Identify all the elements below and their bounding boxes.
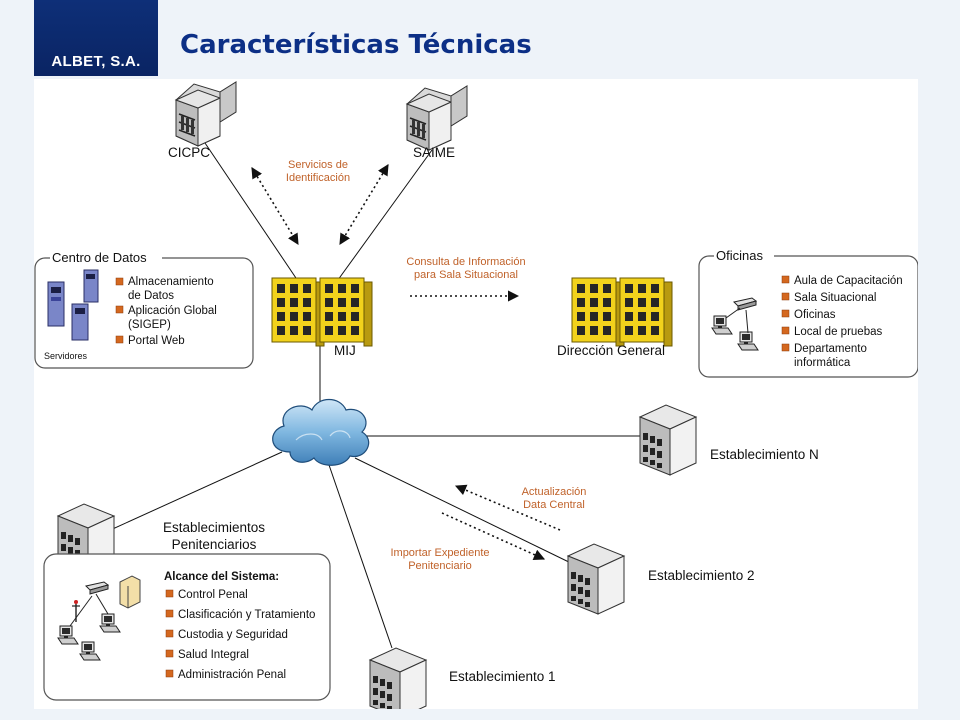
centro-item-3: Portal Web (128, 335, 185, 347)
diagram-canvas: CICPC SAIME Servicios de Identificación … (34, 79, 919, 719)
page-title: Características Técnicas (180, 30, 532, 60)
bullet-icon (115, 335, 124, 344)
alcance-item-5: Administración Penal (178, 669, 286, 681)
establecimientos-pen-label-2: Penitenciarios (172, 537, 257, 552)
note-servicios-1: Servicios de (288, 159, 348, 171)
alcance-item-3: Custodia y Seguridad (178, 629, 288, 641)
note-importar-2: Penitenciario (408, 560, 472, 572)
network-diagram: CICPC SAIME Servicios de Identificación … (34, 81, 919, 719)
centro-item-2: Aplicación Global (128, 305, 217, 317)
establecimiento-1-building-icon (369, 647, 427, 719)
alcance-item-4: Salud Integral (178, 649, 249, 661)
link-cloud-est2 (354, 457, 576, 566)
bullet-icon (781, 292, 790, 301)
establecimiento-2-building-icon (567, 543, 625, 615)
note-importar-1: Importar Expediente (390, 547, 489, 559)
bullet-icon (165, 649, 174, 658)
alcance-box (43, 553, 331, 701)
bullet-icon (781, 275, 790, 284)
note-consulta-1: Consulta de Información (406, 256, 525, 268)
saime-label: SAIME (413, 145, 455, 160)
centro-item-1b: de Datos (128, 290, 174, 302)
link-cloud-estpen (105, 451, 283, 533)
oficinas-item-4: Local de pruebas (794, 326, 882, 338)
bullet-icon (115, 277, 124, 286)
server-icon (47, 269, 99, 341)
cicpc-label: CICPC (168, 145, 210, 160)
alcance-title: Alcance del Sistema: (164, 571, 279, 583)
direccion-building-icon (571, 277, 625, 347)
bullet-icon (781, 343, 790, 352)
mij-building-icon-2 (319, 277, 373, 347)
centro-item-1: Almacenamiento (128, 276, 214, 288)
antenna-icon (72, 600, 80, 622)
oficinas-item-5b: informática (794, 357, 851, 369)
centro-item-2b: (SIGEP) (128, 319, 171, 331)
note-servicios-2: Identificación (286, 172, 350, 184)
servers-label: Servidores (44, 351, 88, 361)
link-cloud-est1 (327, 461, 393, 649)
network-cloud-icon (272, 398, 370, 466)
oficinas-item-5: Departamento (794, 343, 867, 355)
direccion-building-icon-2 (619, 277, 673, 347)
brand-name: ALBET, S.A. (51, 53, 141, 70)
establecimiento-2-label: Establecimiento 2 (648, 568, 755, 583)
bullet-icon (165, 629, 174, 638)
mij-label: MIJ (334, 343, 356, 358)
server-tower-icon (119, 575, 141, 609)
arrow-actualizacion (454, 484, 561, 531)
note-actualizacion-1: Actualización (522, 486, 587, 498)
saime-building-icon (406, 85, 468, 151)
alcance-item-2: Clasificación y Tratamiento (178, 609, 315, 621)
arrow-servicios-saime (339, 164, 389, 245)
establecimientos-pen-label-1: Establecimientos (163, 520, 265, 535)
oficinas-item-3: Oficinas (794, 309, 836, 321)
note-consulta-2: para Sala Situacional (414, 269, 518, 281)
centro-datos-title: Centro de Datos (52, 250, 147, 265)
bullet-icon (165, 669, 174, 678)
establecimiento-n-label: Establecimiento N (710, 447, 819, 462)
arrow-importar (441, 512, 546, 560)
bullet-icon (781, 309, 790, 318)
bullet-icon (115, 305, 124, 314)
bullet-icon (165, 589, 174, 598)
establecimiento-1-label: Establecimiento 1 (449, 669, 556, 684)
alcance-item-1: Control Penal (178, 589, 248, 601)
oficinas-item-2: Sala Situacional (794, 292, 876, 304)
mij-building-icon (271, 277, 325, 347)
bullet-icon (165, 609, 174, 618)
bullet-icon (781, 326, 790, 335)
cicpc-building-icon (175, 81, 237, 147)
establecimiento-n-building-icon (639, 404, 697, 476)
direccion-label: Dirección General (557, 343, 665, 358)
oficinas-title: Oficinas (716, 248, 763, 263)
oficinas-item-1: Aula de Capacitación (794, 275, 903, 287)
brand-tab: ALBET, S.A. (34, 0, 158, 76)
note-actualizacion-2: Data Central (523, 499, 585, 511)
